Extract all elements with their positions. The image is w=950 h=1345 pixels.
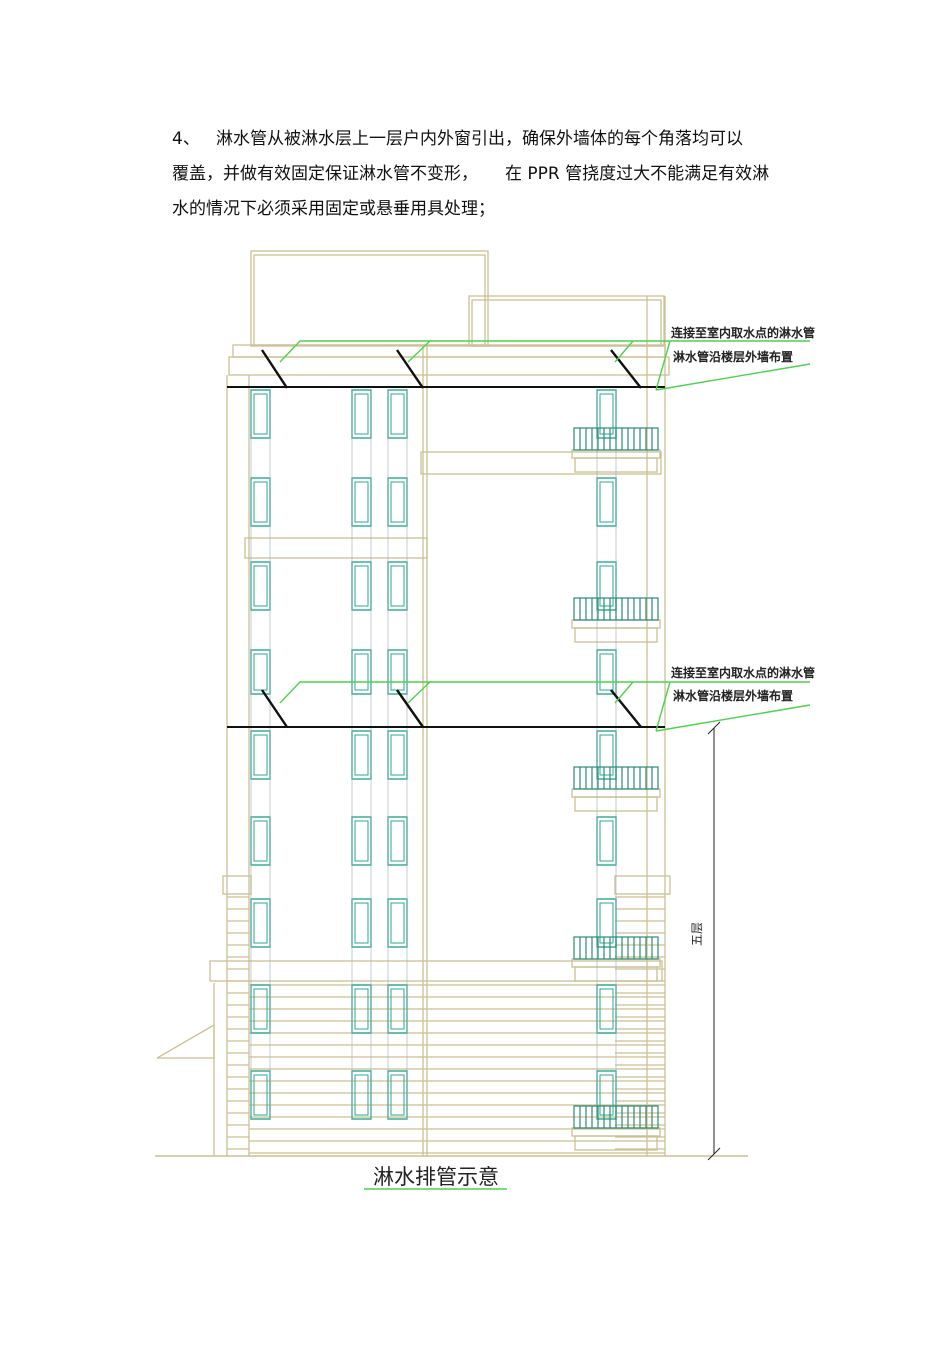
pipe-drop — [614, 340, 634, 363]
window-pane — [599, 393, 614, 435]
window-pane — [599, 1074, 614, 1116]
ledge-left-upper — [244, 537, 428, 559]
pipe-outlet-bracket — [396, 689, 424, 728]
annotation-group-2: 连接至室内取水点的淋水管 淋水管沿楼层外墙布置 — [671, 665, 815, 703]
window-pane — [354, 902, 369, 944]
window-pane — [599, 902, 614, 944]
window-pane — [354, 565, 369, 607]
window-pane — [354, 393, 369, 435]
window-pane — [390, 820, 405, 862]
height-dimension: 五层 — [690, 721, 721, 1161]
pipe-outlet-bracket — [396, 349, 424, 389]
window-pane — [390, 902, 405, 944]
window-pane — [354, 1074, 369, 1116]
window-pane — [253, 734, 268, 776]
window-pane — [599, 734, 614, 776]
building-windows — [250, 389, 617, 1120]
window-pane — [390, 988, 405, 1030]
window-pane — [599, 653, 614, 691]
annotation-2-route: 淋水管沿楼层外墙布置 — [673, 688, 793, 703]
window-pane — [253, 820, 268, 862]
window-pane — [390, 734, 405, 776]
window-pane — [354, 481, 369, 523]
window-pane — [253, 902, 268, 944]
window-pane — [354, 734, 369, 776]
ledge-right-upper — [420, 451, 662, 475]
annotation-group-1: 连接至室内取水点的淋水管 淋水管沿楼层外墙布置 — [671, 325, 815, 364]
annotation-leader-2 — [655, 340, 671, 391]
window-pane — [390, 653, 405, 691]
roof-stair-tower-inner — [253, 254, 486, 346]
paragraph-line-2: 覆盖，并做有效固定保证淋水管不变形， 在 PPR 管挠度过大不能满足有效淋 — [172, 164, 770, 184]
instruction-paragraph: 4、 淋水管从被淋水层上一层户内外窗引出，确保外墙体的每个角落均可以 覆盖，并做… — [172, 122, 812, 227]
paragraph-line-3: 水的情况下必须采用固定或悬垂用具处理； — [172, 199, 495, 219]
window-pane — [253, 988, 268, 1030]
window-pane — [253, 1074, 268, 1116]
building-walls — [155, 250, 748, 1157]
window-pane — [599, 481, 614, 523]
roof-room-inner — [471, 299, 662, 347]
drawing-caption: 淋水排管示意 — [373, 1165, 499, 1189]
building-balconies — [573, 427, 659, 1129]
pipe-outlet-bracket — [610, 689, 642, 728]
window-pane — [599, 988, 614, 1030]
cornice — [228, 356, 670, 376]
window-pane — [390, 393, 405, 435]
paragraph-line-1: 4、 淋水管从被淋水层上一层户内外窗引出，确保外墙体的每个角落均可以 — [172, 129, 744, 149]
dimension-label: 五层 — [690, 922, 704, 946]
pipe-run — [279, 340, 432, 363]
balcony-fascia — [574, 1135, 658, 1151]
podium-band — [209, 960, 663, 982]
annotation-1-route: 淋水管沿楼层外墙布置 — [673, 349, 793, 364]
pipe-drop — [614, 681, 634, 704]
annotation-leader-3 — [655, 363, 811, 391]
window-pane — [354, 988, 369, 1030]
side-canopy — [156, 1023, 215, 1059]
pipe-run — [279, 681, 432, 704]
ledge-right-base — [614, 875, 671, 895]
window-pane — [354, 653, 369, 691]
pipe-outlet-bracket — [261, 689, 288, 728]
floor-lines — [227, 349, 665, 728]
window-pane — [599, 820, 614, 862]
sprinkler-pipes — [279, 340, 811, 732]
annotation-1-supply: 连接至室内取水点的淋水管 — [671, 325, 815, 340]
annotation-leader-2 — [655, 681, 671, 732]
window-pane — [599, 565, 614, 607]
window-pane — [253, 481, 268, 523]
annotation-2-supply: 连接至室内取水点的淋水管 — [671, 665, 815, 680]
roof-room — [468, 295, 665, 347]
roof-stair-tower — [250, 250, 489, 347]
parapet — [232, 344, 666, 358]
pipe-outlet-bracket — [260, 349, 289, 389]
pipe-outlet-bracket — [610, 349, 642, 389]
window-pane — [253, 393, 268, 435]
annotation-leader-3 — [655, 704, 811, 732]
window-pane — [354, 820, 369, 862]
window-pane — [390, 481, 405, 523]
window-pane — [253, 565, 268, 607]
window-pane — [253, 653, 268, 691]
window-pane — [390, 1074, 405, 1116]
window-pane — [390, 565, 405, 607]
